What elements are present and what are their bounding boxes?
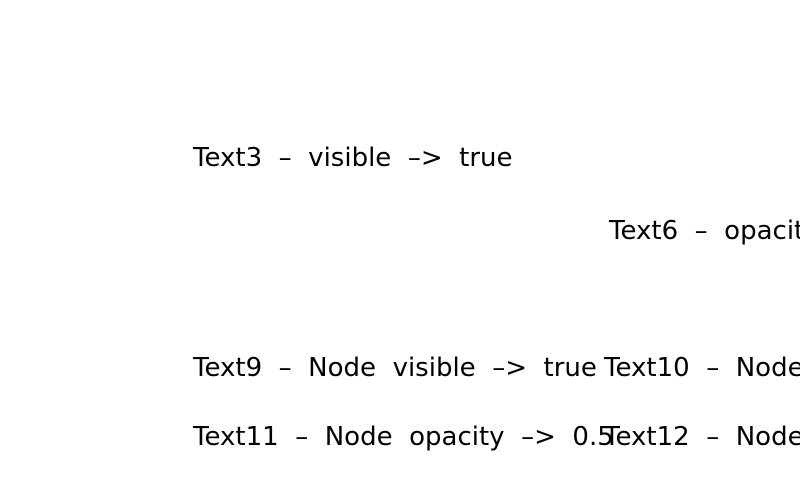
label-text3[interactable]: Text3 – visible –> true <box>193 143 513 173</box>
label-text12[interactable]: Text12 – Node opacity –> 0.5 <box>604 422 800 452</box>
label-text11[interactable]: Text11 – Node opacity –> 0.5 <box>193 422 614 452</box>
label-text10[interactable]: Text10 – Node visible –> true <box>604 353 800 383</box>
label-text6[interactable]: Text6 – opacity –> 1.0 <box>609 216 800 246</box>
label-text9[interactable]: Text9 – Node visible –> true <box>193 353 597 383</box>
